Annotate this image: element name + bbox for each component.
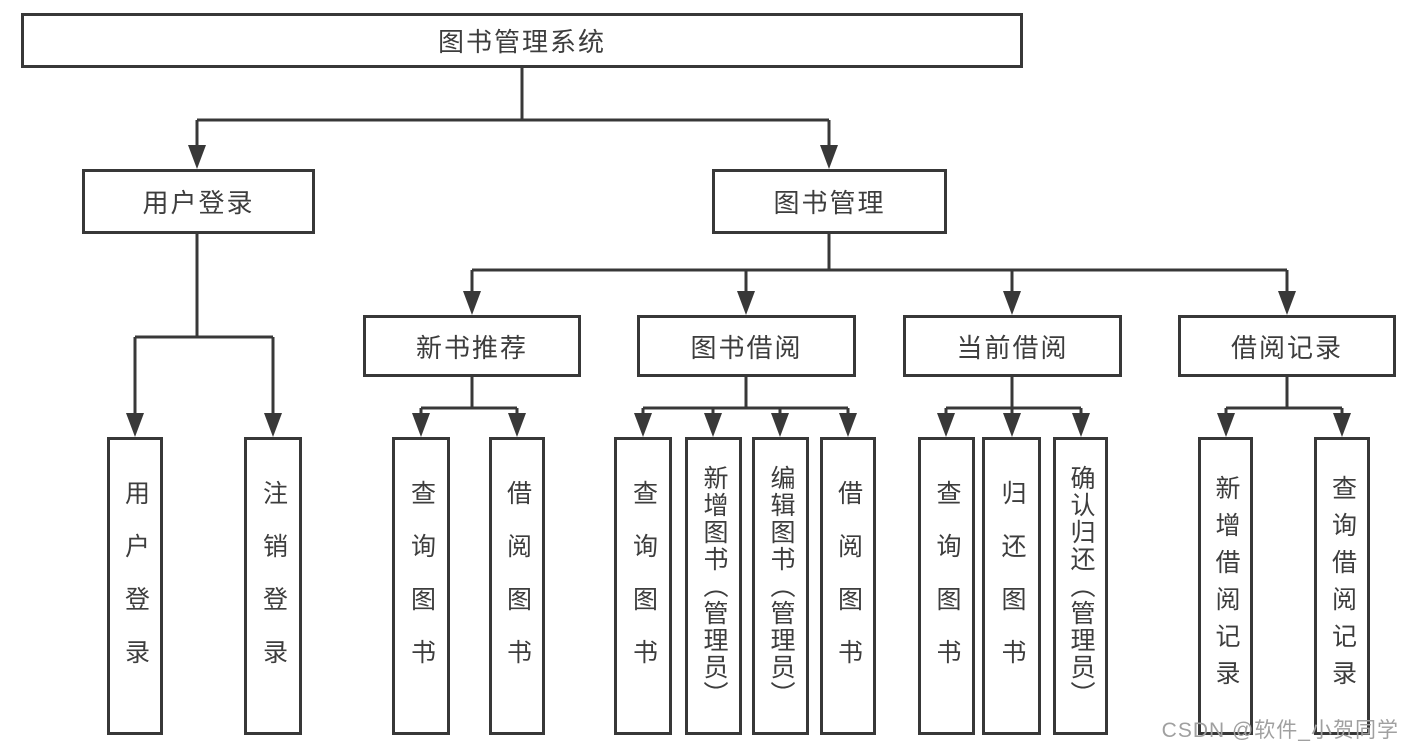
csdn-watermark: CSDN @软件_小贺同学 <box>1161 719 1399 742</box>
node-borrow-records: 借阅记录 <box>1178 315 1396 377</box>
node-book-borrow: 图书借阅 <box>637 315 856 377</box>
leaf-bb-add-books-admin: 新增图书（管理员） <box>685 437 742 735</box>
leaf-cb-confirm-return-admin-label: 确认归还（管理员） <box>1067 464 1095 708</box>
branch-user-login-label: 用户登录 <box>142 188 255 218</box>
node-current-borrow: 当前借阅 <box>903 315 1122 377</box>
node-new-book-recommend-label: 新书推荐 <box>415 332 528 363</box>
leaf-nbr-borrow-books-label: 借阅图书 <box>503 480 532 692</box>
leaf-cb-return-books-label: 归还图书 <box>998 480 1026 692</box>
leaf-bb-edit-books-admin: 编辑图书（管理员） <box>752 437 809 735</box>
leaf-cb-return-books: 归还图书 <box>982 437 1041 735</box>
leaf-cb-query-books-label: 查询图书 <box>933 480 961 692</box>
node-current-borrow-label: 当前借阅 <box>956 332 1069 363</box>
leaf-bb-query-books: 查询图书 <box>614 437 672 735</box>
leaf-nbr-query-books-label: 查询图书 <box>407 480 436 692</box>
leaf-cb-confirm-return-admin: 确认归还（管理员） <box>1053 437 1108 735</box>
leaf-cb-query-books: 查询图书 <box>918 437 975 735</box>
arrowheads <box>126 145 1351 437</box>
node-borrow-records-label: 借阅记录 <box>1230 332 1343 363</box>
leaf-br-query-record-label: 查询借阅记录 <box>1328 475 1357 697</box>
leaf-bb-add-books-admin-label: 新增图书（管理员） <box>700 464 728 708</box>
leaf-br-add-record-label: 新增借阅记录 <box>1212 475 1240 697</box>
leaf-user-login: 用户登录 <box>107 437 163 735</box>
branch-book-management: 图书管理 <box>712 169 947 234</box>
node-book-borrow-label: 图书借阅 <box>690 332 803 363</box>
leaf-logout-label: 注销登录 <box>259 480 288 692</box>
leaf-bb-borrow-books-label: 借阅图书 <box>834 480 863 692</box>
leaf-nbr-borrow-books: 借阅图书 <box>489 437 545 735</box>
branch-user-login: 用户登录 <box>82 169 315 234</box>
leaf-br-add-record: 新增借阅记录 <box>1198 437 1253 735</box>
root-node-label: 图书管理系统 <box>437 27 606 57</box>
branch-book-management-label: 图书管理 <box>773 188 886 218</box>
leaf-bb-query-books-label: 查询图书 <box>629 480 658 692</box>
root-node-library-system: 图书管理系统 <box>21 13 1023 68</box>
leaf-user-login-label: 用户登录 <box>121 480 150 692</box>
leaf-bb-borrow-books: 借阅图书 <box>820 437 876 735</box>
node-new-book-recommend: 新书推荐 <box>363 315 581 377</box>
leaf-logout: 注销登录 <box>244 437 302 735</box>
leaf-br-query-record: 查询借阅记录 <box>1314 437 1370 735</box>
leaf-nbr-query-books: 查询图书 <box>392 437 450 735</box>
leaf-bb-edit-books-admin-label: 编辑图书（管理员） <box>767 464 795 708</box>
